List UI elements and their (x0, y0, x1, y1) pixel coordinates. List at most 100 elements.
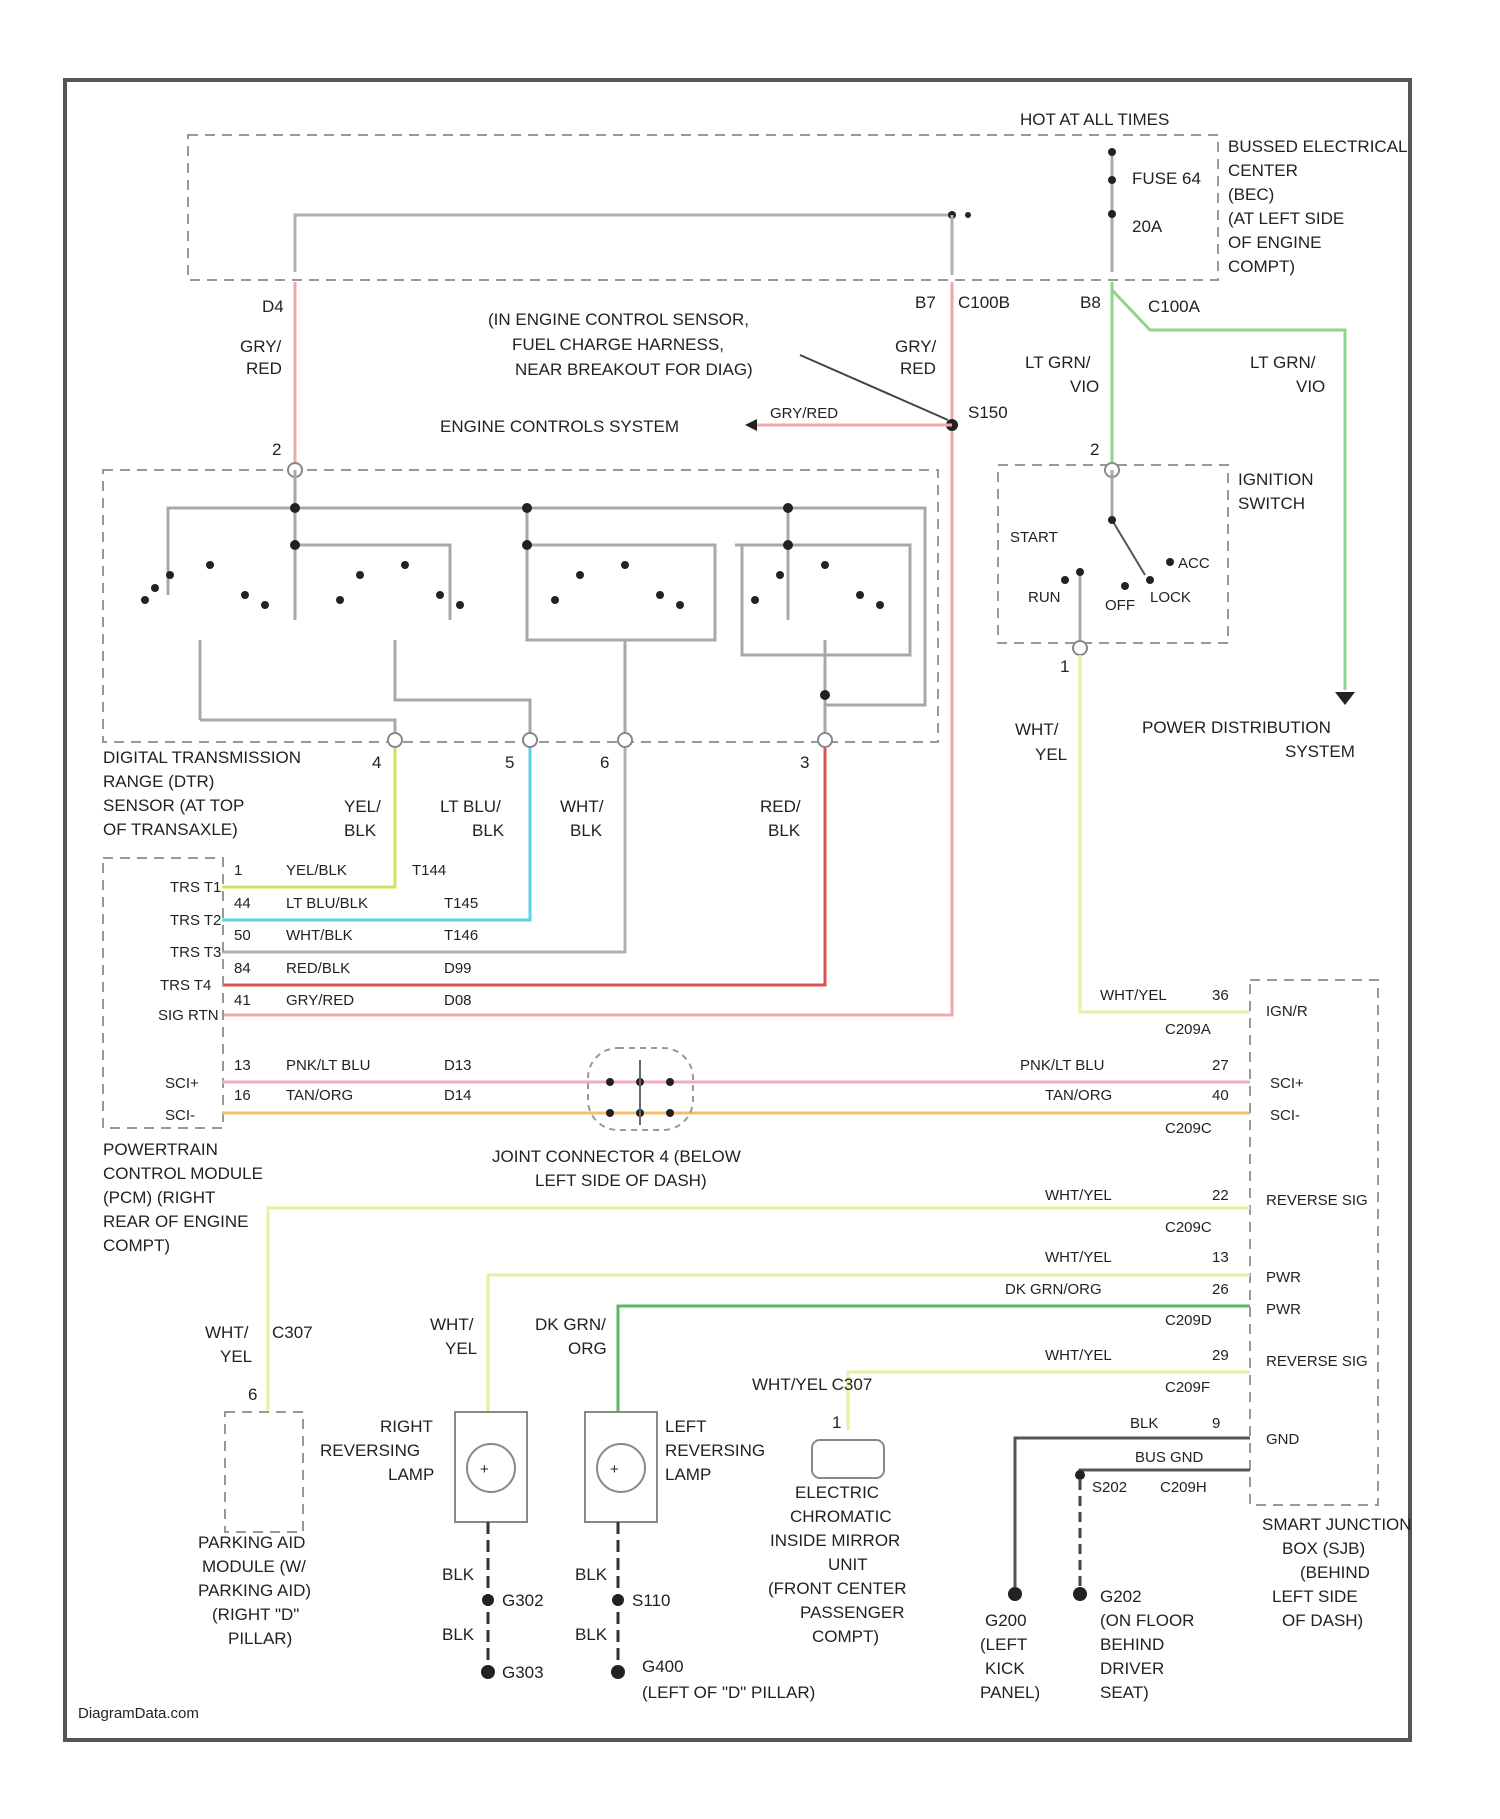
svg-text:G400: G400 (642, 1657, 684, 1676)
svg-text:GRY/RED: GRY/RED (286, 992, 354, 1009)
svg-text:COMPT): COMPT) (103, 1236, 170, 1255)
splice-note: (IN ENGINE CONTROL SENSOR, FUEL CHARGE H… (488, 310, 753, 379)
svg-text:C209F: C209F (1165, 1379, 1210, 1396)
conn-c100b: C100B (958, 293, 1010, 312)
svg-text:POWER DISTRIBUTION: POWER DISTRIBUTION (1142, 718, 1331, 737)
svg-text:C209C: C209C (1165, 1120, 1212, 1137)
svg-text:D99: D99 (444, 960, 472, 977)
svg-text:LOCK: LOCK (1150, 589, 1191, 606)
svg-text:44: 44 (234, 895, 251, 912)
svg-text:36: 36 (1212, 987, 1229, 1004)
splice-s302 (482, 1594, 494, 1606)
svg-text:(BEHIND: (BEHIND (1300, 1563, 1370, 1582)
svg-text:BLK: BLK (1130, 1415, 1158, 1432)
svg-text:BLK: BLK (768, 821, 801, 840)
svg-text:PARKING AID): PARKING AID) (198, 1581, 311, 1600)
svg-text:+: + (480, 1461, 489, 1478)
bec-label: BUSSED ELECTRICAL CENTER (BEC) (AT LEFT … (1228, 137, 1408, 276)
svg-text:C209D: C209D (1165, 1312, 1212, 1329)
svg-text:C209H: C209H (1160, 1479, 1207, 1496)
pin-d4: D4 (262, 297, 284, 316)
svg-text:BUS GND: BUS GND (1135, 1449, 1204, 1466)
svg-text:13: 13 (234, 1057, 251, 1074)
mirror-label: ELECTRIC CHROMATIC INSIDE MIRROR UNIT (F… (768, 1483, 907, 1646)
svg-text:T144: T144 (412, 862, 446, 879)
svg-text:RED: RED (246, 359, 282, 378)
svg-text:C209C: C209C (1165, 1219, 1212, 1236)
svg-text:G303: G303 (502, 1663, 544, 1682)
svg-text:PNK/LT BLU: PNK/LT BLU (286, 1057, 370, 1074)
svg-text:REVERSE SIG: REVERSE SIG (1266, 1192, 1368, 1209)
svg-text:BLK: BLK (575, 1625, 608, 1644)
svg-text:RED: RED (900, 359, 936, 378)
electric-chromatic-mirror (812, 1440, 884, 1478)
svg-text:LT BLU/: LT BLU/ (440, 797, 501, 816)
ground-g400 (611, 1665, 625, 1679)
ignition-positions: START RUN OFF LOCK ACC (1010, 529, 1210, 614)
svg-text:LT GRN/: LT GRN/ (1025, 353, 1091, 372)
svg-text:6: 6 (600, 753, 609, 772)
svg-text:BLK: BLK (442, 1625, 475, 1644)
svg-text:PWR: PWR (1266, 1269, 1301, 1286)
ground-g200 (1008, 1587, 1022, 1601)
svg-text:WHT/YEL: WHT/YEL (1045, 1249, 1112, 1266)
svg-text:T146: T146 (444, 927, 478, 944)
svg-text:DRIVER: DRIVER (1100, 1659, 1164, 1678)
svg-text:(LEFT OF "D" PILLAR): (LEFT OF "D" PILLAR) (642, 1683, 815, 1702)
svg-text:(AT LEFT SIDE: (AT LEFT SIDE (1228, 209, 1344, 228)
svg-text:OF TRANSAXLE): OF TRANSAXLE) (103, 820, 238, 839)
svg-text:SWITCH: SWITCH (1238, 494, 1305, 513)
svg-text:27: 27 (1212, 1057, 1229, 1074)
svg-text:(PCM) (RIGHT: (PCM) (RIGHT (103, 1188, 215, 1207)
svg-text:1: 1 (1060, 657, 1069, 676)
svg-text:SCI+: SCI+ (1270, 1075, 1304, 1092)
svg-text:SCI-: SCI- (165, 1107, 195, 1124)
svg-text:LAMP: LAMP (665, 1465, 711, 1484)
svg-text:41: 41 (234, 992, 251, 1009)
dtr-switches (168, 470, 925, 740)
svg-text:WHT/: WHT/ (560, 797, 604, 816)
svg-text:CONTROL MODULE: CONTROL MODULE (103, 1164, 263, 1183)
svg-text:TRS T1: TRS T1 (170, 879, 221, 896)
left-lamp-label: LEFT REVERSING LAMP (665, 1417, 765, 1484)
svg-text:G202: G202 (1100, 1587, 1142, 1606)
svg-text:BUSSED ELECTRICAL: BUSSED ELECTRICAL (1228, 137, 1408, 156)
svg-text:C307: C307 (272, 1323, 313, 1342)
left-reversing-lamp (585, 1412, 657, 1522)
svg-text:WHT/YEL C307: WHT/YEL C307 (752, 1375, 872, 1394)
svg-text:WHT/: WHT/ (205, 1323, 249, 1342)
svg-text:WHT/: WHT/ (1015, 720, 1059, 739)
blk-bus-gnd-wire (1080, 1470, 1250, 1478)
pds-label: POWER DISTRIBUTION SYSTEM (1142, 718, 1355, 761)
svg-text:FUEL CHARGE HARNESS,: FUEL CHARGE HARNESS, (512, 335, 724, 354)
splice-s110 (612, 1594, 624, 1606)
svg-text:SMART JUNCTION: SMART JUNCTION (1262, 1515, 1412, 1534)
svg-text:SEAT): SEAT) (1100, 1683, 1149, 1702)
svg-text:SCI+: SCI+ (165, 1075, 199, 1092)
svg-text:(BEC): (BEC) (1228, 185, 1274, 204)
svg-text:SCI-: SCI- (1270, 1107, 1300, 1124)
svg-text:OFF: OFF (1105, 597, 1135, 614)
svg-text:+: + (610, 1461, 619, 1478)
svg-text:13: 13 (1212, 1249, 1229, 1266)
svg-text:RUN: RUN (1028, 589, 1061, 606)
svg-text:50: 50 (234, 927, 251, 944)
joint-label: JOINT CONNECTOR 4 (BELOW LEFT SIDE OF DA… (492, 1147, 741, 1190)
svg-text:(LEFT: (LEFT (980, 1635, 1027, 1654)
svg-text:GRY/RED: GRY/RED (770, 405, 838, 422)
svg-text:22: 22 (1212, 1187, 1229, 1204)
svg-text:WHT/BLK: WHT/BLK (286, 927, 353, 944)
svg-text:(ON FLOOR: (ON FLOOR (1100, 1611, 1194, 1630)
svg-text:REVERSE SIG: REVERSE SIG (1266, 1353, 1368, 1370)
svg-text:BLK: BLK (472, 821, 505, 840)
fuse-label: FUSE 64 (1132, 169, 1201, 188)
svg-text:ORG: ORG (568, 1339, 607, 1358)
dtr-label: DIGITAL TRANSMISSION RANGE (DTR) SENSOR … (103, 748, 301, 839)
svg-text:WHT/YEL: WHT/YEL (1100, 987, 1167, 1004)
svg-text:PASSENGER: PASSENGER (800, 1603, 905, 1622)
svg-text:ELECTRIC: ELECTRIC (795, 1483, 879, 1502)
svg-text:CHROMATIC: CHROMATIC (790, 1507, 892, 1526)
sjb-box (1250, 980, 1378, 1505)
right-reversing-lamp (455, 1412, 527, 1522)
